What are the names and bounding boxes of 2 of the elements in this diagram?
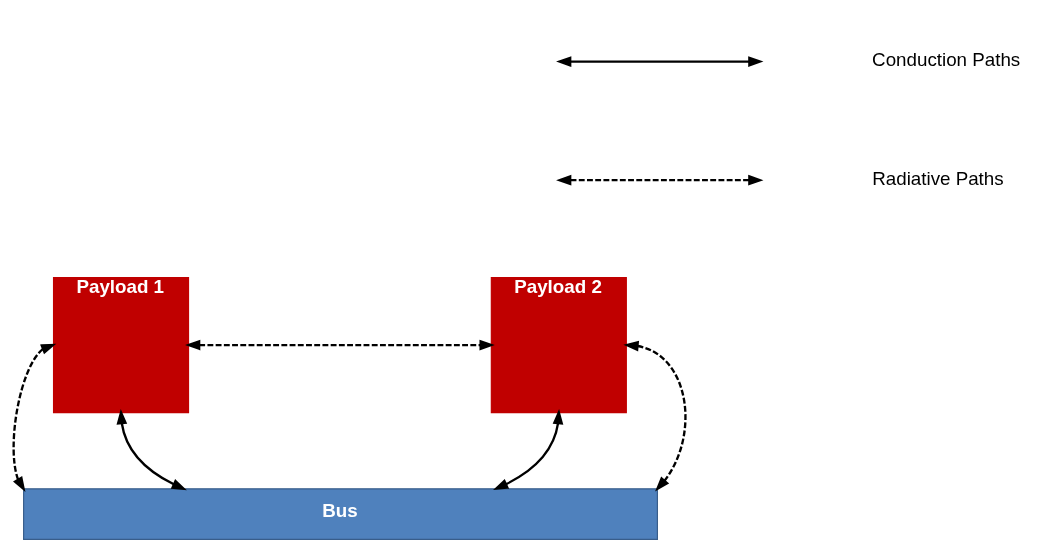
legend-label: Radiative Paths [872, 167, 1004, 189]
legend-label: Conduction Paths [872, 48, 1021, 70]
